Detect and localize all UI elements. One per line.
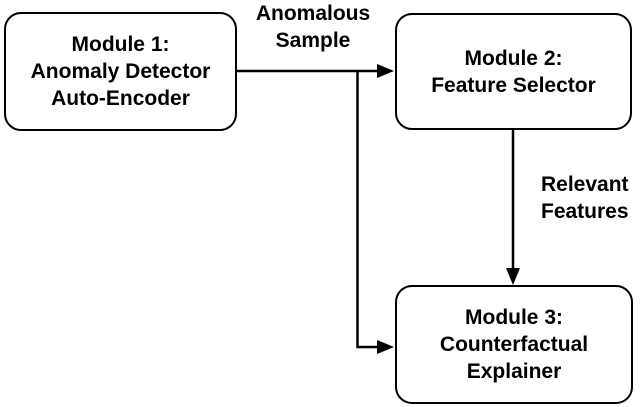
edge-label-relevant-features-line1: Relevant: [541, 173, 629, 196]
node-module-1-title: Module 1:: [71, 33, 170, 56]
node-module-1-line2: Anomaly Detector: [30, 60, 211, 83]
arrow-module2-to-module3: [506, 130, 520, 285]
edge-label-anomalous-sample: Anomalous Sample: [233, 0, 393, 54]
node-module-3: Module 3: Counterfactual Explainer: [395, 285, 633, 404]
node-module-2-title: Module 2:: [464, 46, 563, 70]
node-module-1-line3: Auto-Encoder: [51, 87, 190, 110]
edge-label-relevant-features: Relevant Features: [541, 171, 629, 225]
arrow-module1-to-module3: [356, 71, 394, 354]
node-module-1: Module 1: Anomaly Detector Auto-Encoder: [4, 12, 237, 131]
node-module-3-line3: Explainer: [466, 360, 562, 383]
node-module-3-line2: Counterfactual: [439, 333, 589, 356]
arrow-module1-to-module2: [237, 64, 394, 78]
arrowhead-right-icon: [377, 340, 394, 354]
edge-label-anomalous-sample-line1: Anomalous: [255, 2, 371, 25]
arrowhead-down-icon: [506, 268, 520, 285]
edge-label-anomalous-sample-line2: Sample: [275, 29, 351, 52]
node-module-3-title: Module 3:: [465, 306, 563, 329]
arrowhead-right-icon: [377, 64, 394, 78]
edge-label-relevant-features-line2: Features: [541, 200, 629, 223]
node-module-2: Module 2: Feature Selector: [395, 13, 632, 130]
node-module-2-line2: Feature Selector: [431, 73, 596, 97]
